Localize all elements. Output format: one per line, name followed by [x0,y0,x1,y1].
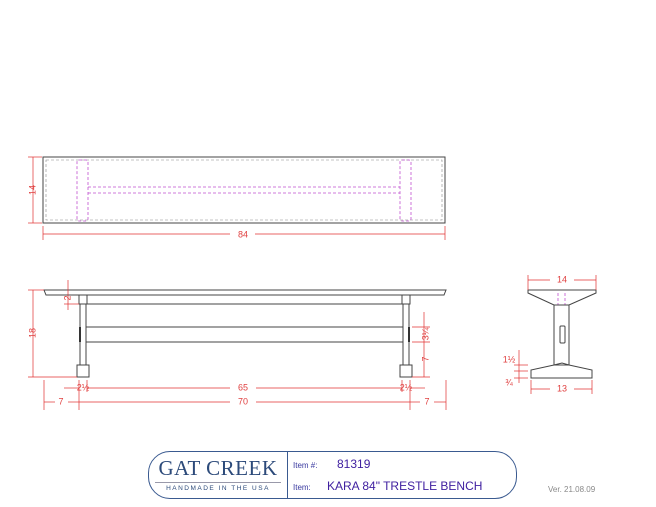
dim-top-width: 14 [27,185,37,195]
dim-foot-b: ¾ [505,377,513,387]
dim-length: 84 [238,229,248,239]
brand-name: GAT CREEK [158,456,278,480]
end-view: 14 13 1½ ¾ [503,274,597,394]
dim-foot-a: 1½ [503,354,516,364]
top-view: 14 84 [27,156,446,240]
item-no: 81319 [337,457,371,471]
dim-overhang-right: 7 [424,396,429,406]
dim-inner-span: 65 [238,382,248,392]
dim-end-top: 14 [557,274,567,284]
dim-apron: 2 [62,295,72,300]
front-view: 18 2 3¼ 7 2½ 65 2½ 7 70 7 [27,280,447,410]
dim-stretcher: 3¼ [420,327,430,340]
item-name: KARA 84" TRESTLE BENCH [327,479,483,493]
brand-logo: GAT CREEK HANDMADE IN THE USA [149,452,288,498]
dim-leg-left: 2½ [77,382,90,392]
dim-height: 18 [27,328,37,338]
dim-end-foot: 13 [557,383,567,393]
dim-overhang-left: 7 [58,396,63,406]
title-block: GAT CREEK HANDMADE IN THE USA Item #: 81… [148,451,517,499]
version: Ver. 21.08.09 [548,485,596,494]
item-label: Item: [293,483,311,492]
dim-leg-right: 2½ [400,382,413,392]
item-no-label: Item #: [293,461,318,470]
brand-tagline: HANDMADE IN THE USA [155,482,281,492]
dim-stretcher-height: 7 [420,356,430,361]
dim-leg-span: 70 [238,396,248,406]
